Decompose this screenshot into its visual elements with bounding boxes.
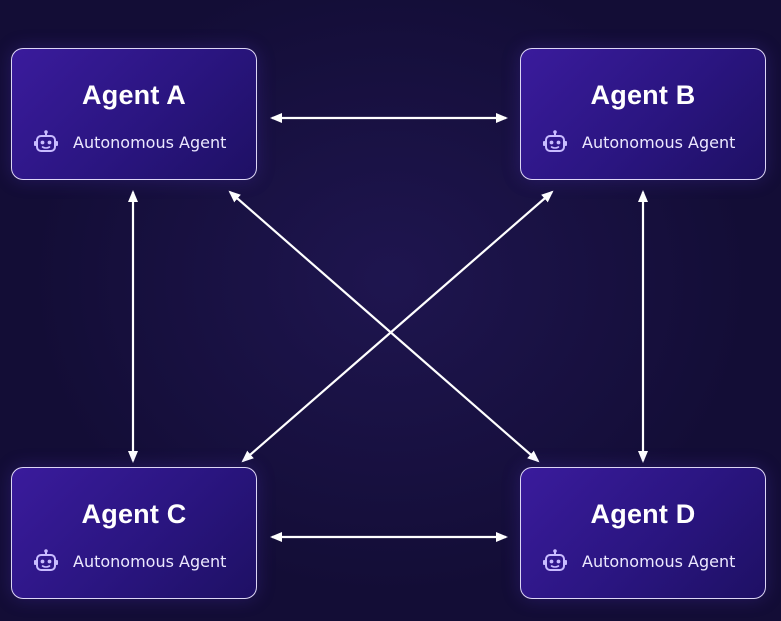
agent-title: Agent A (82, 80, 186, 110)
arrow-agent-b-to-agent-c (241, 190, 554, 463)
agent-card-c[interactable]: Agent C Autonomous Agent (11, 467, 257, 599)
robot-icon (34, 549, 58, 571)
agent-card-b[interactable]: Agent B Autonomous Agent (520, 48, 766, 180)
agent-role-label: Autonomous Agent (73, 133, 227, 152)
agent-title: Agent C (81, 499, 187, 529)
robot-icon (543, 130, 567, 152)
agent-card-d[interactable]: Agent D Autonomous Agent (520, 467, 766, 599)
agent-title: Agent D (590, 499, 696, 529)
agent-role-label: Autonomous Agent (582, 552, 736, 571)
agent-title: Agent B (590, 80, 696, 110)
robot-icon (543, 549, 567, 571)
agent-role-label: Autonomous Agent (73, 552, 227, 571)
agent-role-label: Autonomous Agent (582, 133, 736, 152)
arrow-agent-a-to-agent-d (228, 190, 540, 463)
agent-card-a[interactable]: Agent A Autonomous Agent (11, 48, 257, 180)
robot-icon (34, 130, 58, 152)
